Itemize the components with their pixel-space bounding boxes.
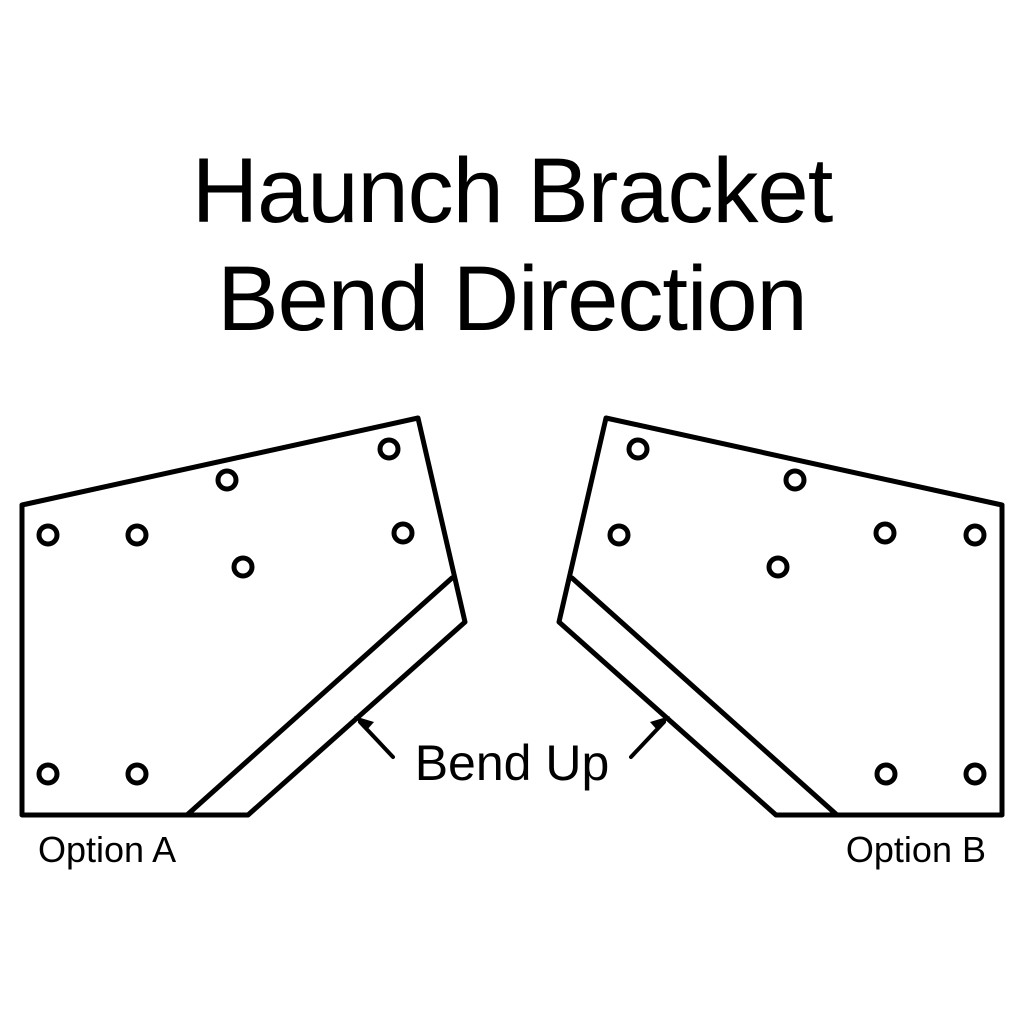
bolt-hole (766, 555, 790, 579)
bend-up-arrow-left (354, 716, 395, 759)
page-title-line-2: Bend Direction (217, 248, 806, 350)
bolt-hole (783, 468, 807, 492)
bolt-hole (36, 523, 60, 547)
option-b-label: Option B (846, 829, 986, 870)
bolt-hole (125, 762, 149, 786)
bend-up-label: Bend Up (415, 735, 610, 791)
option-a-label: Option A (38, 829, 176, 870)
bend-up-arrow-right-head (650, 716, 670, 731)
bolt-hole (607, 523, 631, 547)
bolt-hole (125, 523, 149, 547)
bracket-a-holes (36, 437, 415, 786)
bracket-b-bend-line (569, 575, 840, 818)
bolt-hole (963, 762, 987, 786)
bolt-hole (231, 555, 255, 579)
bolt-hole (36, 762, 60, 786)
page-title-line-1: Haunch Bracket (192, 140, 833, 242)
bolt-hole (874, 762, 898, 786)
bolt-hole (215, 468, 239, 492)
bracket-b-holes (607, 437, 987, 786)
bolt-hole (391, 521, 415, 545)
bolt-hole (377, 437, 401, 461)
bolt-hole (873, 521, 897, 545)
bracket-a-bend-line (184, 575, 455, 818)
bolt-hole (626, 437, 650, 461)
bend-up-arrow-left-head (354, 716, 374, 731)
bracket-option-b[interactable]: Option B (556, 415, 1005, 870)
bend-up-annotation: Bend Up (354, 716, 670, 791)
bolt-hole (963, 523, 987, 547)
bend-up-arrow-right (629, 716, 670, 759)
